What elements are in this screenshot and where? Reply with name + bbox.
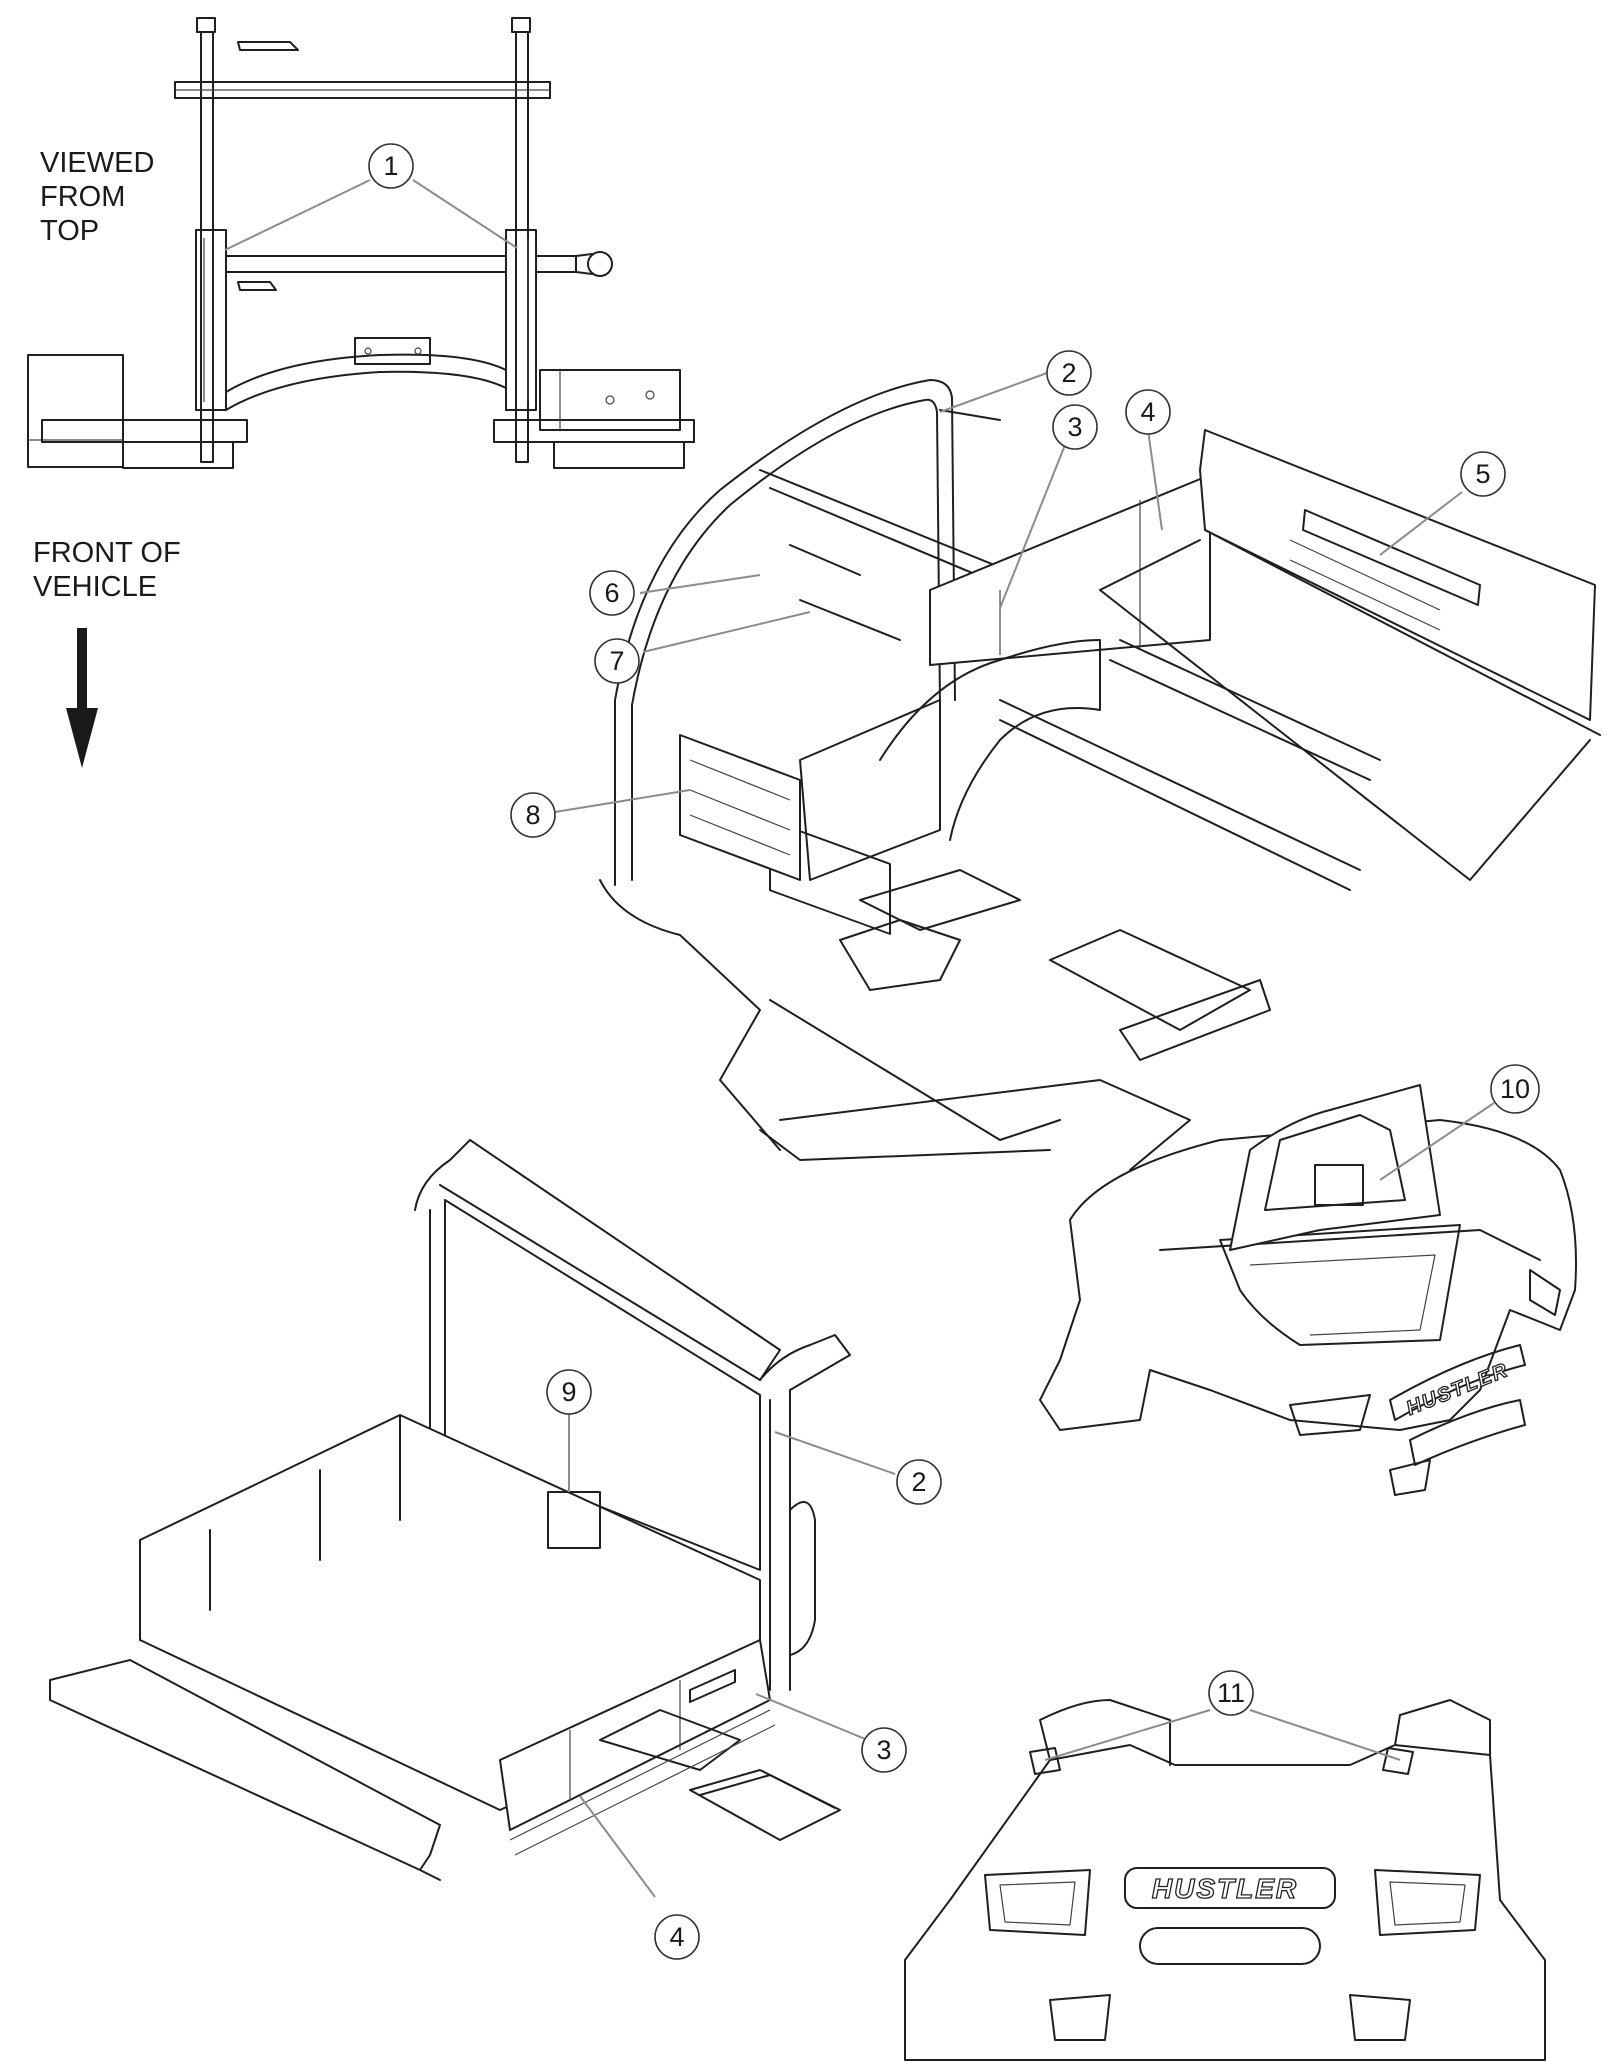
- callout-7: 7: [594, 638, 640, 684]
- callout-5: 5: [1460, 451, 1506, 497]
- callout-6-number: 6: [604, 578, 619, 608]
- callout-11-number: 11: [1217, 1678, 1245, 1708]
- rear-hood-open-view: [1039, 1084, 1577, 1496]
- callout-1-number: 1: [383, 151, 398, 181]
- top-view-frame: [27, 17, 695, 469]
- callout-2-chassis: 2: [1046, 350, 1092, 396]
- front-of-vehicle-label: FRONT OF VEHICLE: [33, 537, 181, 603]
- front-of-vehicle-line-1: FRONT OF: [33, 537, 181, 569]
- callout-3-chassis-number: 3: [1067, 412, 1082, 442]
- front-direction-arrow-icon: [66, 628, 98, 768]
- callout-9: 9: [546, 1369, 592, 1415]
- callout-9-number: 9: [561, 1377, 576, 1407]
- callout-4-chassis-number: 4: [1140, 397, 1155, 427]
- hustler-logo-bumper: HUSTLER: [1152, 1873, 1298, 1904]
- callout-8: 8: [510, 792, 556, 838]
- callout-10: 10: [1490, 1064, 1540, 1114]
- callout-7-number: 7: [609, 646, 624, 676]
- callout-3-cargo: 3: [861, 1727, 907, 1773]
- callout-2-cargo: 2: [896, 1459, 942, 1505]
- cargo-box-view: [49, 1139, 851, 1881]
- callout-3-cargo-number: 3: [876, 1735, 891, 1765]
- callout-2-chassis-number: 2: [1061, 358, 1076, 388]
- leader-lines: [224, 179, 1495, 1898]
- callout-1: 1: [368, 143, 414, 189]
- hustler-logo-rear: HUSTLER: [1403, 1359, 1512, 1420]
- callout-3-chassis: 3: [1052, 404, 1098, 450]
- callout-10-number: 10: [1500, 1074, 1530, 1104]
- callout-11: 11: [1208, 1670, 1254, 1716]
- callout-5-number: 5: [1475, 459, 1490, 489]
- front-of-vehicle-line-2: VEHICLE: [33, 571, 157, 603]
- viewed-from-top-label: VIEWED FROM TOP: [40, 147, 154, 247]
- callout-6: 6: [589, 570, 635, 616]
- rear-bumper-view: [904, 1699, 1546, 2061]
- viewed-from-top-line-2: FROM: [40, 181, 125, 213]
- callout-4-cargo-number: 4: [669, 1922, 684, 1952]
- viewed-from-top-line-3: TOP: [40, 215, 99, 247]
- callout-4-cargo: 4: [654, 1914, 700, 1960]
- chassis-iso-view: [599, 379, 1601, 1171]
- callout-2-cargo-number: 2: [911, 1467, 926, 1497]
- callout-8-number: 8: [525, 800, 540, 830]
- callout-4-chassis: 4: [1125, 389, 1171, 435]
- viewed-from-top-line-1: VIEWED: [40, 147, 154, 179]
